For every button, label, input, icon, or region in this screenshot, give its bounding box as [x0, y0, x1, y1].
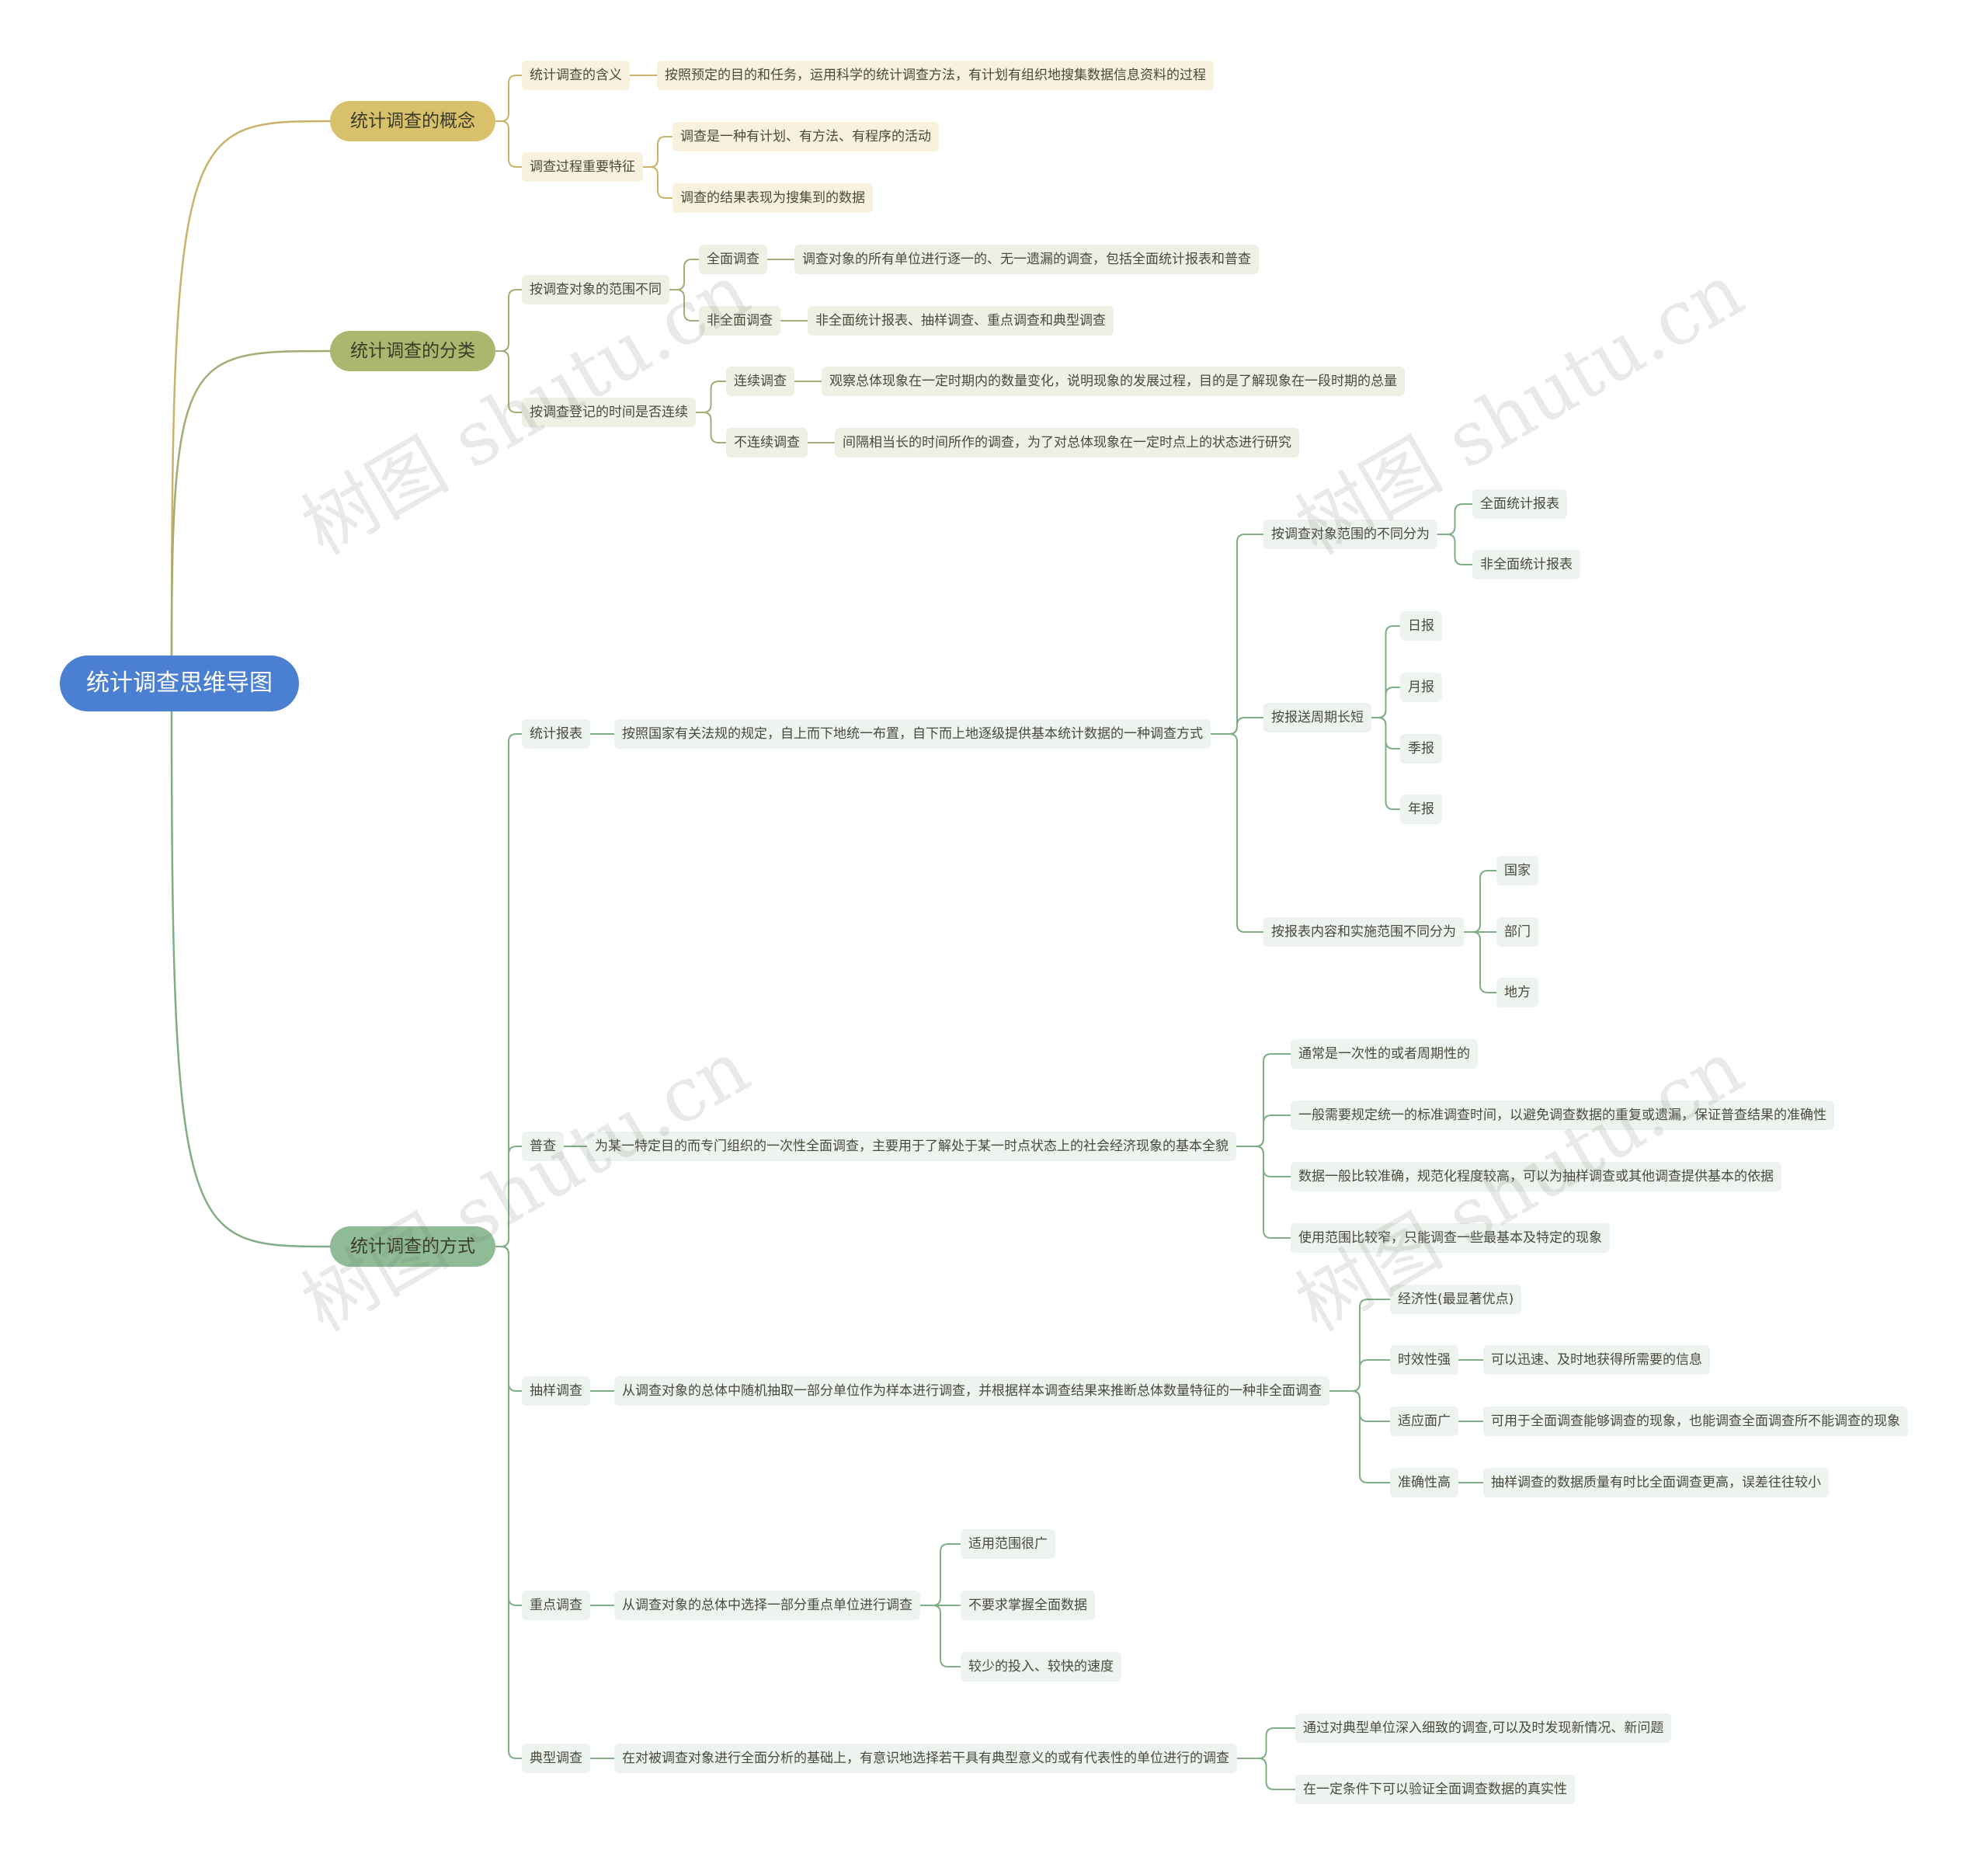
connector-k1-k1a: [669, 259, 699, 290]
detail-sampling[interactable]: 从调查对象的总体中随机抽取一部分单位作为样本进行调查，并根据样本调查结果来推断总…: [614, 1376, 1329, 1406]
connector-r1-r1a: [1437, 503, 1472, 535]
connector-sd-s2: [1329, 1359, 1390, 1392]
report-content-item[interactable]: 国家: [1496, 856, 1538, 885]
report-content-item[interactable]: 部门: [1496, 917, 1538, 947]
detail-typical-survey[interactable]: 在对被调查对象进行全面分析的基础上，有意识地选择若干具有典型意义的或有代表性的单…: [614, 1744, 1237, 1773]
topic-discontinuous[interactable]: 不连续调查: [726, 428, 808, 457]
feature-item[interactable]: 调查的结果表现为搜集到的数据: [673, 183, 873, 213]
topic-partial-survey[interactable]: 非全面调查: [699, 306, 780, 336]
key-survey-item[interactable]: 适用范围很广: [961, 1529, 1055, 1559]
connector-k1-k1b: [669, 289, 699, 322]
topic-by-scope[interactable]: 按调查对象的范围不同: [522, 275, 669, 304]
census-item[interactable]: 通常是一次性的或者周期性的: [1291, 1039, 1478, 1069]
topic-continuous[interactable]: 连续调查: [726, 367, 794, 396]
connector-c2-c2a: [643, 136, 673, 168]
report-scope-item[interactable]: 非全面统计报表: [1472, 550, 1580, 579]
report-scope-item[interactable]: 全面统计报表: [1472, 489, 1567, 519]
report-content-item[interactable]: 地方: [1496, 978, 1538, 1007]
typical-survey-item[interactable]: 在一定条件下可以验证全面调查数据的真实性: [1295, 1775, 1575, 1804]
key-survey-item[interactable]: 不要求掌握全面数据: [961, 1591, 1095, 1620]
topic-census[interactable]: 普查: [522, 1132, 564, 1161]
connector-r2-r2b: [1371, 687, 1400, 718]
connector-zd-z1: [920, 1543, 961, 1606]
detail-key-survey[interactable]: 从调查对象的总体中选择一部分重点单位进行调查: [614, 1591, 920, 1620]
connector-zd-z3: [920, 1605, 961, 1668]
topic-by-time[interactable]: 按调查登记的时间是否连续: [522, 398, 696, 427]
branch-methods[interactable]: 统计调查的方式: [330, 1226, 495, 1267]
connector-root-c: [170, 120, 331, 658]
report-period-item[interactable]: 日报: [1400, 611, 1442, 641]
connector-c-c2: [495, 120, 522, 168]
topic-key-survey[interactable]: 重点调查: [522, 1591, 590, 1620]
connector-rd-r2: [1211, 717, 1263, 735]
connector-root-k: [170, 350, 331, 658]
connector-k2-k2b: [696, 412, 726, 443]
connector-c2-c2b: [643, 166, 673, 199]
connector-r3-r3a: [1464, 870, 1496, 933]
typical-survey-item[interactable]: 通过对典型单位深入细致的调查,可以及时发现新情况、新问题: [1295, 1713, 1672, 1743]
report-period-item[interactable]: 年报: [1400, 795, 1442, 824]
detail-sampling-timeliness[interactable]: 可以迅速、及时地获得所需要的信息: [1483, 1345, 1710, 1375]
detail-census[interactable]: 为某一特定目的而专门组织的一次性全面调查，主要用于了解处于某一时点状态上的社会经…: [587, 1132, 1236, 1161]
connector-pd-p2: [1236, 1115, 1291, 1147]
detail-sampling-adaptability[interactable]: 可用于全面调查能够调查的现象，也能调查全面调查所不能调查的现象: [1483, 1407, 1908, 1436]
connector-td-t2: [1237, 1758, 1295, 1790]
topic-report-by-period[interactable]: 按报送周期长短: [1263, 703, 1371, 732]
connector-w-p: [495, 1146, 522, 1247]
topic-sampling[interactable]: 抽样调查: [522, 1376, 590, 1406]
root-node[interactable]: 统计调查思维导图: [60, 656, 299, 711]
topic-concept-meaning[interactable]: 统计调查的含义: [522, 61, 630, 90]
branch-classification[interactable]: 统计调查的分类: [330, 331, 495, 371]
detail-discontinuous[interactable]: 间隔相当长的时间所作的调查，为了对总体现象在一定时点上的状态进行研究: [835, 428, 1299, 457]
detail-full-survey[interactable]: 调查对象的所有单位进行逐一的、无一遗漏的调查，包括全面统计报表和普查: [794, 245, 1259, 274]
sampling-timeliness[interactable]: 时效性强: [1390, 1345, 1458, 1375]
connector-k-k1: [495, 289, 522, 352]
topic-statistical-report[interactable]: 统计报表: [522, 719, 590, 749]
census-item[interactable]: 一般需要规定统一的标准调查时间，以避免调查数据的重复或遗漏，保证普查结果的准确性: [1291, 1101, 1834, 1130]
detail-statistical-report[interactable]: 按照国家有关法规的规定，自上而下地统一布置，自下而上地逐级提供基本统计数据的一种…: [614, 719, 1211, 749]
topic-concept-features[interactable]: 调查过程重要特征: [522, 152, 643, 182]
census-item[interactable]: 数据一般比较准确，规范化程度较高，可以为抽样调查或其他调查提供基本的依据: [1291, 1162, 1781, 1191]
report-period-item[interactable]: 季报: [1400, 734, 1442, 763]
connector-k-k2: [495, 350, 522, 413]
sampling-adaptability[interactable]: 适应面广: [1390, 1407, 1458, 1436]
detail-continuous[interactable]: 观察总体现象在一定时期内的数量变化，说明现象的发展过程，目的是了解现象在一段时期…: [822, 367, 1405, 396]
connector-root-w: [170, 709, 331, 1248]
detail-partial-survey[interactable]: 非全面统计报表、抽样调查、重点调查和典型调查: [808, 306, 1114, 336]
topic-report-by-content[interactable]: 按报表内容和实施范围不同分为: [1263, 917, 1464, 947]
connector-c-c1: [495, 75, 522, 122]
connector-r2-r2d: [1371, 717, 1400, 810]
branch-concept[interactable]: 统计调查的概念: [330, 101, 495, 141]
connector-td-t1: [1237, 1727, 1295, 1759]
sampling-accuracy[interactable]: 准确性高: [1390, 1468, 1458, 1497]
connector-pd-p4: [1236, 1146, 1291, 1239]
connector-rd-r3: [1211, 733, 1263, 933]
connector-sd-s4: [1329, 1390, 1390, 1483]
topic-full-survey[interactable]: 全面调查: [699, 245, 767, 274]
connector-r3-r3c: [1464, 931, 1496, 993]
detail-sampling-accuracy[interactable]: 抽样调查的数据质量有时比全面调查更高，误差往往较小: [1483, 1468, 1829, 1497]
connector-w-t: [495, 1246, 522, 1759]
connector-k2-k2a: [696, 381, 726, 413]
key-survey-item[interactable]: 较少的投入、较快的速度: [961, 1652, 1121, 1681]
connector-r1-r1b: [1437, 534, 1472, 565]
topic-typical-survey[interactable]: 典型调查: [522, 1744, 590, 1773]
topic-report-by-scope[interactable]: 按调查对象范围的不同分为: [1263, 520, 1437, 549]
feature-item[interactable]: 调查是一种有计划、有方法、有程序的活动: [673, 122, 939, 151]
sampling-economy[interactable]: 经济性(最显著优点): [1390, 1285, 1522, 1314]
report-period-item[interactable]: 月报: [1400, 673, 1442, 702]
connector-rd-r1: [1211, 534, 1263, 735]
detail-concept-meaning[interactable]: 按照预定的目的和任务，运用科学的统计调查方法，有计划有组织地搜集数据信息资料的过…: [657, 61, 1214, 90]
census-item[interactable]: 使用范围比较窄，只能调查一些最基本及特定的现象: [1291, 1223, 1610, 1253]
